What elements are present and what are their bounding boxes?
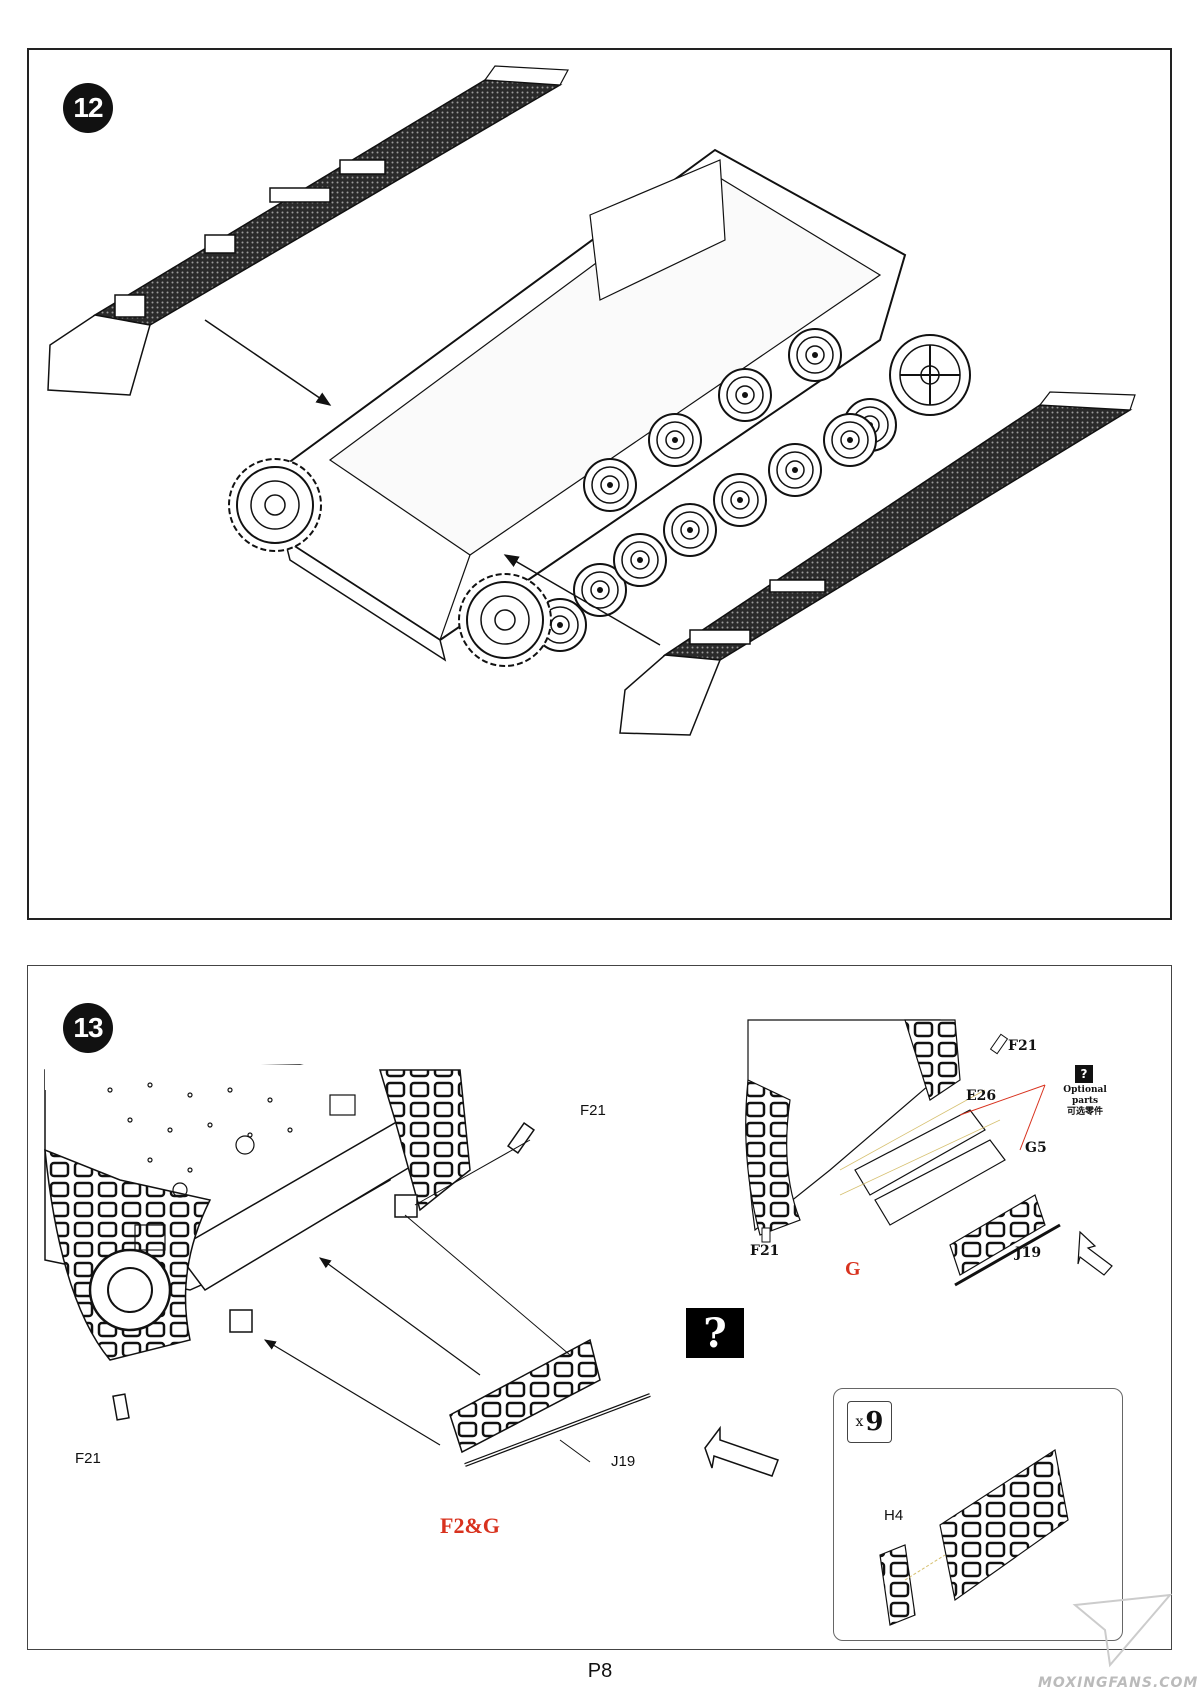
f21-leader-top (414, 1139, 531, 1206)
inset-label-f21-top: F21 (1008, 1038, 1038, 1054)
callout-track-drawing (879, 1449, 1069, 1626)
inset-label-j19: J19 (1015, 1245, 1042, 1261)
step-13-panel (27, 965, 1172, 1650)
quantity-value: 9 (865, 1407, 884, 1437)
optional-inset-drawing (745, 1019, 1113, 1287)
optional-parts-text: Optional parts 可选零件 (1050, 1085, 1120, 1118)
track-arrow-lower (263, 1339, 441, 1446)
inset-label-f21-bottom: F21 (750, 1243, 780, 1259)
question-mark-box: ? (686, 1308, 744, 1358)
step-12-badge: 12 (63, 83, 113, 133)
left-fender-arrow (204, 319, 332, 406)
track-right (378, 1069, 471, 1212)
hull-rivets (107, 1082, 356, 1251)
track-arrow-upper (319, 1257, 481, 1376)
left-fender (47, 65, 569, 396)
page-number: P8 (587, 1660, 613, 1682)
optional-parts-text-cn: 可选零件 (1066, 1107, 1103, 1117)
step-13-badge: 13 (63, 1003, 113, 1053)
quantity-callout: x 9 H4 (833, 1388, 1123, 1641)
inset-label-e26: E26 (966, 1088, 997, 1104)
track-bracket-hooks (229, 1194, 418, 1333)
paper-plane-icon (1072, 1593, 1173, 1668)
optional-parts-icon: ? (1075, 1065, 1093, 1083)
callout-arrow-icon (704, 1425, 779, 1477)
quantity-badge: x 9 (847, 1401, 892, 1443)
lower-hull (263, 148, 907, 662)
label-f21-top: F21 (580, 1102, 606, 1119)
j19-leader (559, 1439, 591, 1463)
idler-wheel (889, 334, 971, 416)
step-12-panel (27, 48, 1172, 920)
right-fender (619, 391, 1136, 736)
callout-label-h4: H4 (884, 1507, 904, 1524)
sprue-set-label: F2&G (440, 1513, 500, 1538)
step-12-drawing (47, 65, 1136, 736)
watermark-text: MOXINGFANS.COM (1038, 1675, 1199, 1691)
f21-part-left (112, 1393, 130, 1421)
label-j19: J19 (611, 1453, 636, 1470)
right-fender-arrow (503, 554, 661, 646)
spare-track-links (449, 1338, 651, 1467)
quantity-prefix: x (855, 1414, 864, 1430)
inset-sprue-label: G (845, 1258, 861, 1280)
label-f21-left: F21 (75, 1450, 101, 1467)
optional-parts-text-en: Optional parts (1063, 1085, 1107, 1106)
track-leader (404, 1214, 571, 1356)
inset-label-g5: G5 (1025, 1140, 1047, 1156)
track-left (44, 1148, 212, 1361)
